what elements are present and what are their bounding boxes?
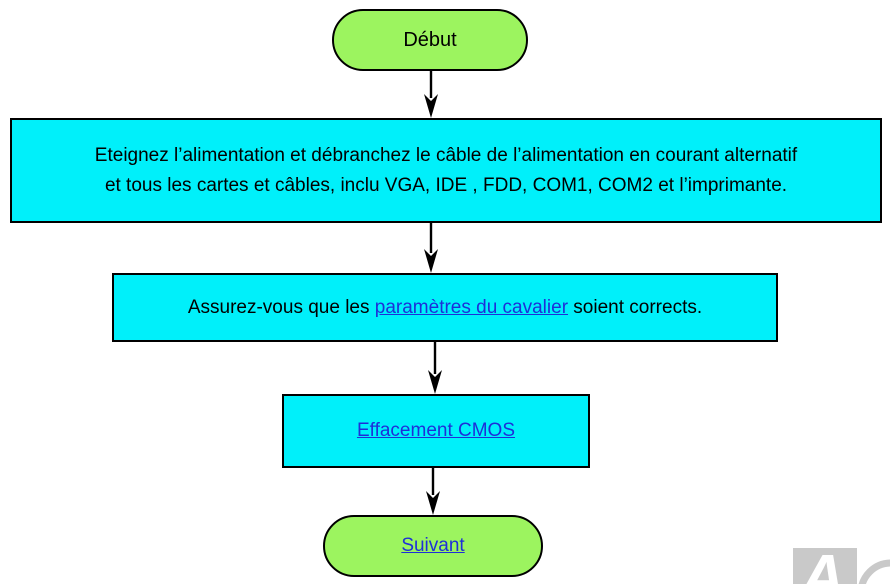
flow-box-clear-cmos: Effacement CMOS: [282, 394, 590, 468]
flow-box-power-off: Eteignez l’alimentation et débranchez le…: [10, 118, 882, 223]
flow-arrow-down-icon: [428, 342, 442, 394]
watermark-letter-a: A: [798, 543, 845, 584]
jumper-text: Assurez-vous que les paramètres du caval…: [188, 297, 702, 319]
power-off-line1: Eteignez l’alimentation et débranchez le…: [94, 144, 798, 166]
jumper-settings-link[interactable]: paramètres du cavalier: [374, 296, 569, 318]
clear-cmos-link[interactable]: Effacement CMOS: [356, 420, 516, 441]
watermark-letter-o-icon: [858, 559, 890, 584]
flow-node-start: Début: [332, 9, 528, 71]
start-label: Début: [403, 28, 457, 51]
next-page-link[interactable]: Suivant: [401, 535, 465, 556]
flow-arrow-down-icon: [424, 223, 438, 273]
flow-node-next: Suivant: [323, 515, 543, 577]
watermark-block: [793, 548, 857, 584]
jumper-text-suffix: soient corrects.: [568, 296, 703, 318]
flow-box-jumper-settings: Assurez-vous que les paramètres du caval…: [112, 273, 778, 342]
brand-watermark: A: [793, 543, 890, 584]
power-off-text: Eteignez l’alimentation et débranchez le…: [95, 141, 797, 201]
flow-arrow-down-icon: [426, 468, 440, 515]
flow-arrow-down-icon: [424, 71, 438, 118]
power-off-line2: et tous les cartes et câbles, inclu VGA,…: [104, 174, 788, 196]
jumper-text-prefix: Assurez-vous que les: [187, 296, 375, 318]
